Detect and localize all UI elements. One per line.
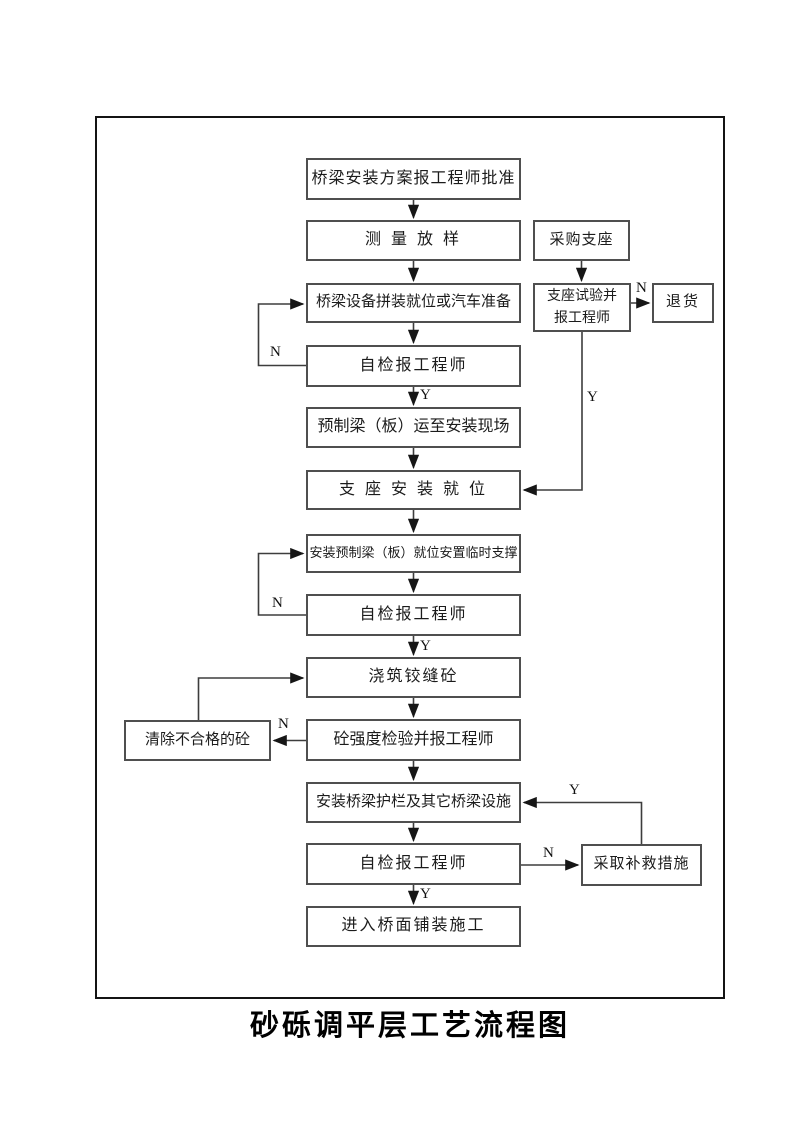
diagram-title: 砂砾调平层工艺流程图: [249, 1010, 570, 1042]
node-self-check-3: 自检报工程师: [306, 843, 521, 885]
edge-label-yes-check3: Y: [420, 886, 431, 902]
edge-label-no-check2: N: [272, 595, 283, 611]
node-remove-rejected: 清除不合格的砼: [124, 720, 271, 761]
loop-remedy-to-guardrail: [522, 796, 643, 844]
node-survey-layout: 测 量 放 样: [306, 220, 521, 261]
node-deck-paving: 进入桥面铺装施工: [306, 906, 521, 947]
node-precast-transport: 预制梁（板）运至安装现场: [306, 407, 521, 448]
node-guardrail-install: 安装桥梁护栏及其它桥梁设施: [306, 782, 521, 823]
edge-label-no-check1: N: [270, 344, 281, 360]
edge-label-no-strength: N: [278, 716, 289, 732]
node-self-check-1: 自检报工程师: [306, 345, 521, 387]
edge-label-yes-check1: Y: [420, 387, 431, 403]
node-bearing-test: 支座试验并报工程师: [533, 283, 631, 332]
loop-check1-to-equipment: [257, 298, 306, 367]
edge-label-yes-bearing-test: Y: [587, 389, 598, 405]
loop-remove-to-pour: [197, 672, 305, 720]
node-plan-approval: 桥梁安装方案报工程师批准: [306, 158, 521, 200]
edge-label-yes-remedy: Y: [569, 782, 580, 798]
node-bearing-install: 支 座 安 装 就 位: [306, 470, 521, 510]
node-return-goods: 退货: [652, 283, 714, 323]
node-remedial-measures: 采取补救措施: [581, 844, 702, 886]
edge-label-yes-check2: Y: [420, 638, 431, 654]
node-precast-install: 安装预制梁（板）就位安置临时支撑: [306, 534, 521, 573]
node-self-check-2: 自检报工程师: [306, 594, 521, 636]
loop-check2-to-install: [257, 547, 306, 616]
edge-label-no-check3: N: [543, 845, 554, 861]
arrow-test-to-bearing-install: [522, 332, 583, 496]
node-pour-hinge-joint: 浇筑铰缝砼: [306, 657, 521, 698]
node-equipment-ready: 桥梁设备拼装就位或汽车准备: [306, 283, 521, 323]
edge-label-no-bearing-test: N: [636, 280, 647, 296]
node-strength-test: 砼强度检验并报工程师: [306, 719, 521, 761]
node-purchase-bearing: 采购支座: [533, 220, 630, 261]
